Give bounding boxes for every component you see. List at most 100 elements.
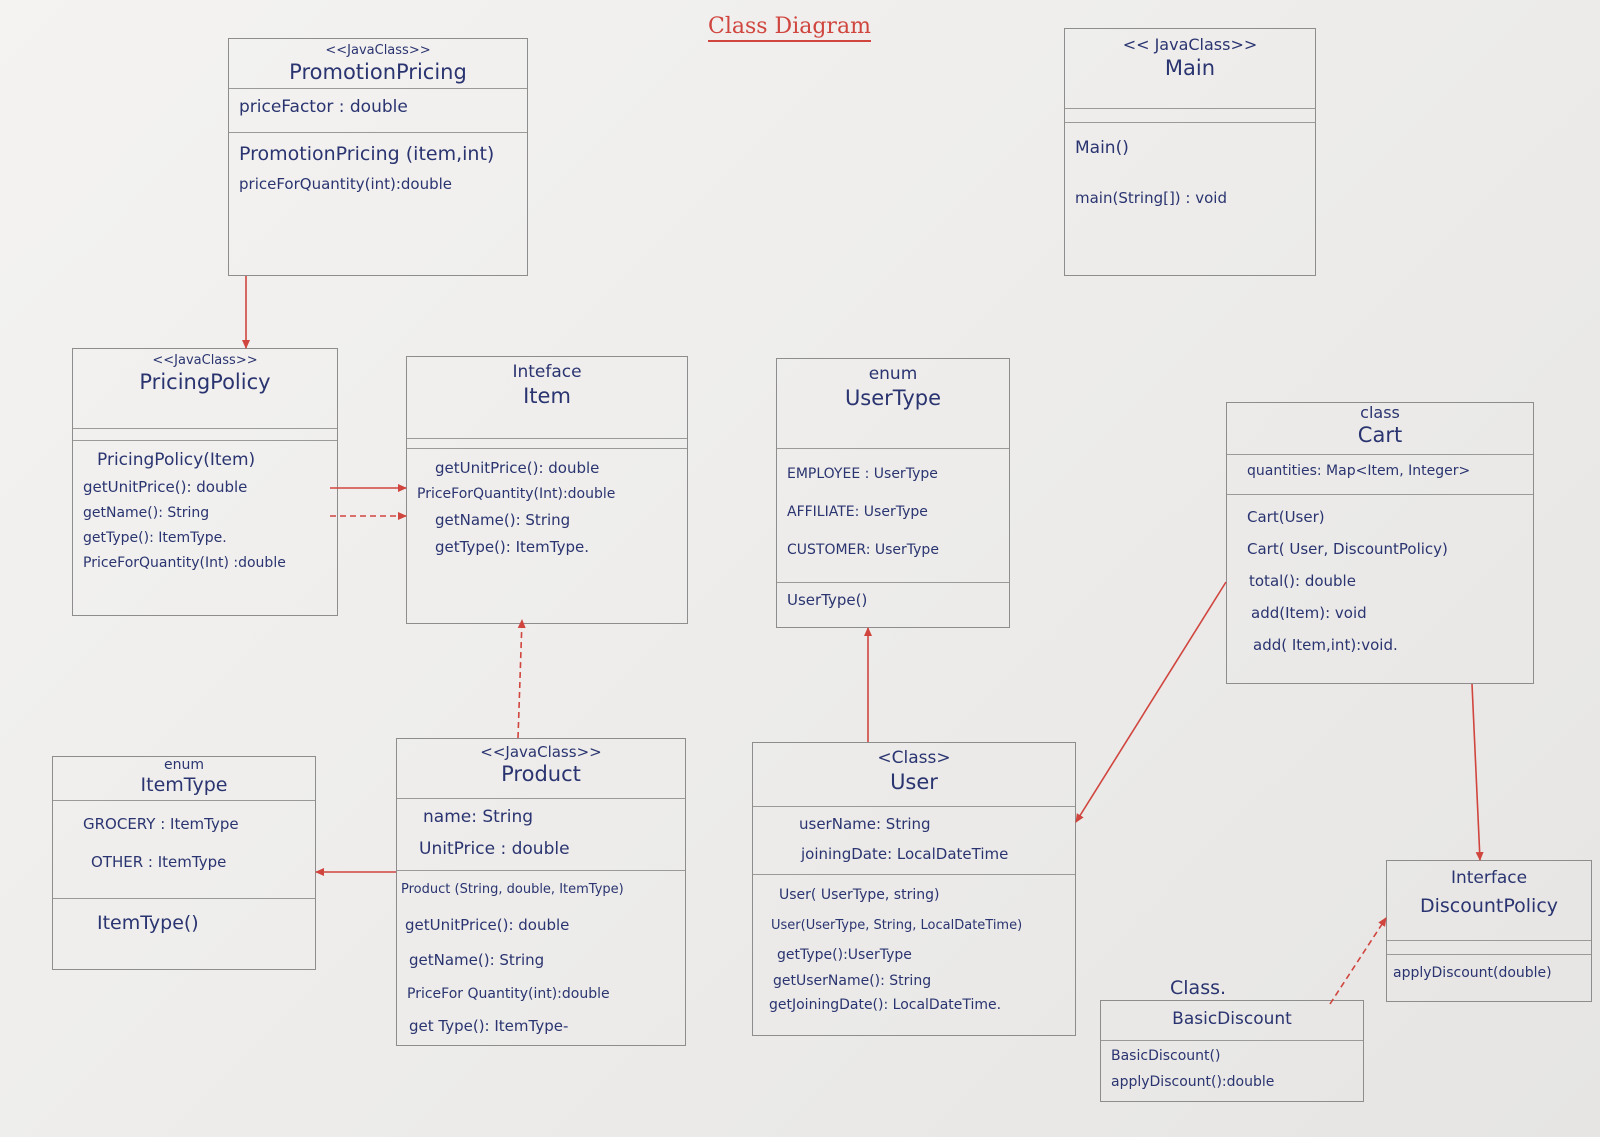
methods-section: ItemType()	[53, 899, 315, 942]
attribute: joiningDate: LocalDateTime	[801, 845, 1009, 863]
attributes-section: priceFactor : double	[229, 89, 527, 133]
method: PromotionPricing (item,int)	[239, 143, 495, 165]
method: BasicDiscount()	[1111, 1048, 1221, 1064]
class-box-discount-policy: Interface DiscountPolicy applyDiscount(d…	[1386, 860, 1592, 1002]
class-header: Inteface Item	[407, 357, 687, 439]
class-name: PricingPolicy	[139, 370, 271, 394]
class-box-basic-discount: BasicDiscount BasicDiscount() applyDisco…	[1100, 1000, 1364, 1102]
class-header: <<JavaClass>> Product	[397, 739, 685, 799]
methods-section: Cart(User) Cart( User, DiscountPolicy) t…	[1227, 495, 1533, 665]
class-stereotype: Inteface	[512, 362, 582, 382]
methods-section: Main() main(String[]) : void	[1065, 123, 1315, 216]
class-header: BasicDiscount	[1101, 1001, 1363, 1041]
method: PriceForQuantity(Int) :double	[83, 555, 286, 571]
method: Main()	[1075, 138, 1129, 158]
class-stereotype: Interface	[1450, 868, 1528, 888]
attribute: userName: String	[799, 815, 931, 833]
attributes-section: userName: String joiningDate: LocalDateT…	[753, 807, 1075, 875]
class-stereotype: <Class>	[877, 748, 951, 768]
basic-discount-stereotype-label: Class.	[1170, 976, 1226, 1000]
attributes-section: name: String UnitPrice : double	[397, 799, 685, 871]
method: priceForQuantity(int):double	[239, 175, 453, 193]
method: getType(): ItemType.	[83, 530, 227, 546]
method: getType(): ItemType.	[435, 538, 589, 556]
class-stereotype: enum	[868, 364, 918, 384]
class-stereotype: << JavaClass>>	[1122, 35, 1258, 54]
method: getName(): String	[435, 511, 571, 529]
attribute: name: String	[423, 807, 534, 827]
class-name: User	[890, 770, 938, 794]
attributes-section	[1387, 941, 1591, 955]
method: User( UserType, string)	[779, 887, 940, 903]
method: Cart(User)	[1247, 508, 1325, 526]
attributes-section	[1065, 109, 1315, 123]
method: getJoiningDate(): LocalDateTime.	[769, 997, 1002, 1013]
attribute: OTHER : ItemType	[91, 853, 227, 871]
class-header: Interface DiscountPolicy	[1387, 861, 1591, 941]
method: add( Item,int):void.	[1253, 636, 1398, 654]
class-name: BasicDiscount	[1172, 1009, 1292, 1029]
methods-section: BasicDiscount() applyDiscount():double	[1101, 1041, 1363, 1097]
diagram-title: Class Diagram	[708, 14, 871, 42]
attributes-section	[73, 429, 337, 441]
class-stereotype: <<JavaClass>>	[152, 353, 258, 368]
method: getName(): String	[409, 951, 545, 969]
methods-section: UserType()	[777, 583, 1009, 618]
class-header: enum UserType	[777, 359, 1009, 449]
method: PricingPolicy(Item)	[97, 450, 256, 470]
class-name: Main	[1164, 56, 1216, 80]
class-box-cart: class Cart quantities: Map<Item, Integer…	[1226, 402, 1534, 684]
class-name: Cart	[1357, 423, 1403, 447]
method: applyDiscount(double)	[1393, 965, 1552, 981]
class-box-item-type: enum ItemType GROCERY : ItemType OTHER :…	[52, 756, 316, 970]
class-name: DiscountPolicy	[1419, 895, 1559, 917]
method: main(String[]) : void	[1075, 189, 1227, 207]
method: getName(): String	[83, 505, 210, 521]
arrow-product-implements-item	[517, 619, 526, 739]
method: get Type(): ItemType-	[409, 1017, 569, 1035]
arrow-cart-to-user	[1075, 581, 1227, 823]
class-box-pricing-policy: <<JavaClass>> PricingPolicy PricingPolic…	[72, 348, 338, 616]
method: getUnitPrice(): double	[405, 916, 570, 934]
attributes-section	[407, 439, 687, 449]
methods-section: getUnitPrice(): double PriceForQuantity(…	[407, 449, 687, 565]
method: applyDiscount():double	[1111, 1074, 1275, 1090]
class-box-user-type: enum UserType EMPLOYEE : UserType AFFILI…	[776, 358, 1010, 628]
class-name: ItemType	[140, 774, 228, 796]
method: Product (String, double, ItemType)	[401, 882, 624, 897]
class-name: UserType	[844, 386, 942, 410]
class-name: Item	[523, 384, 571, 408]
class-box-user: <Class> User userName: String joiningDat…	[752, 742, 1076, 1036]
attribute: EMPLOYEE : UserType	[787, 466, 938, 482]
class-name: PromotionPricing	[289, 60, 467, 84]
class-box-promotion-pricing: <<JavaClass>> PromotionPricing priceFact…	[228, 38, 528, 276]
method: getUnitPrice(): double	[83, 478, 248, 496]
arrow-basicdiscount-implements-discountpolicy	[1329, 917, 1387, 1005]
method: User(UserType, String, LocalDateTime)	[771, 918, 1023, 933]
class-box-product: <<JavaClass>> Product name: String UnitP…	[396, 738, 686, 1046]
class-header: enum ItemType	[53, 757, 315, 801]
class-header: class Cart	[1227, 403, 1533, 455]
method: getUserName(): String	[773, 973, 932, 989]
method: getType():UserType	[777, 947, 912, 963]
attribute: priceFactor : double	[239, 97, 408, 117]
method: UserType()	[787, 591, 868, 609]
attribute: UnitPrice : double	[419, 839, 570, 859]
class-stereotype: <<JavaClass>>	[480, 743, 602, 761]
class-box-main: << JavaClass>> Main Main() main(String[]…	[1064, 28, 1316, 276]
attributes-section: quantities: Map<Item, Integer>	[1227, 455, 1533, 495]
arrow-cart-to-discountpolicy	[1471, 683, 1484, 861]
method: total(): double	[1249, 572, 1356, 590]
methods-section: Product (String, double, ItemType) getUn…	[397, 871, 685, 1045]
method: Cart( User, DiscountPolicy)	[1247, 540, 1448, 558]
method: ItemType()	[97, 912, 199, 934]
class-header: <<JavaClass>> PromotionPricing	[229, 39, 527, 89]
class-header: <<JavaClass>> PricingPolicy	[73, 349, 337, 429]
method: getUnitPrice(): double	[435, 459, 600, 477]
class-stereotype: Class.	[1170, 977, 1227, 999]
class-stereotype: enum	[164, 757, 204, 773]
methods-section: PricingPolicy(Item) getUnitPrice(): doub…	[73, 441, 337, 580]
attributes-section: EMPLOYEE : UserType AFFILIATE: UserType …	[777, 449, 1009, 583]
